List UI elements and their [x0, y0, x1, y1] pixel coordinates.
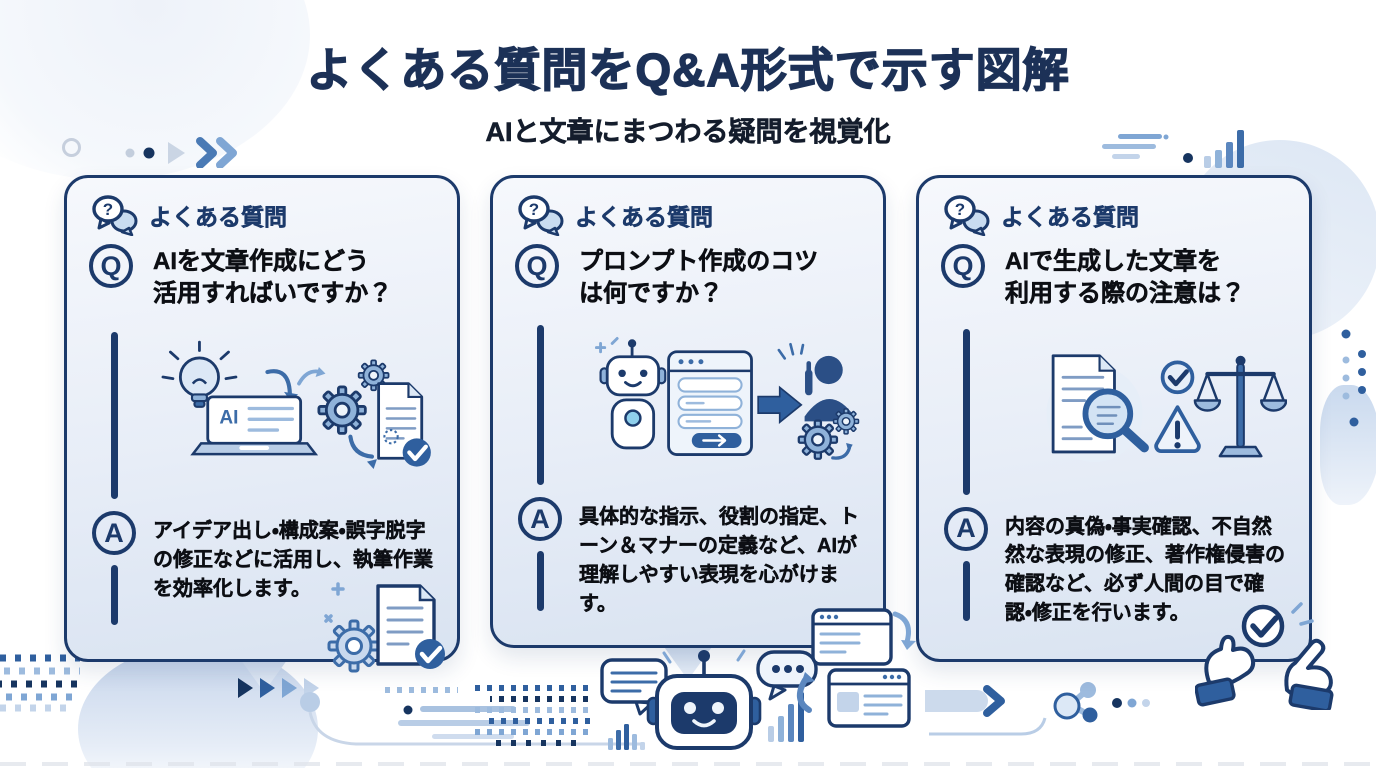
page-title: よくある質問をQ&A形式で示す図解	[306, 43, 1070, 96]
card1-rail	[89, 331, 139, 504]
sync-browser-windows-illustration	[796, 608, 916, 728]
card2-q-badge: Q	[515, 244, 559, 288]
gear-document-check-illustration	[324, 582, 445, 673]
card1-illustration: AI	[153, 332, 435, 490]
card1-q-badge: Q	[89, 244, 133, 288]
faq-cards-row: ? よくある質問 Q AIを文章作成にどう 活用すればいですか？	[64, 175, 1312, 662]
hands-check-illustration	[1195, 602, 1334, 710]
svg-text:?: ?	[103, 200, 113, 219]
card3-a-badge: A	[944, 506, 988, 551]
bottom-robot-illustration	[600, 649, 818, 750]
card2-rail	[515, 324, 565, 490]
svg-text:AI: AI	[219, 407, 238, 428]
card3-illustration	[1005, 329, 1287, 487]
top-left-arrows-decoration	[125, 137, 237, 168]
faq-card-2: ? よくある質問 Q プロンプト作成のコツ は何ですか？	[490, 175, 886, 648]
robot-prompt-form-arrow-person-gears-icon	[594, 336, 860, 460]
card1-question: AIを文章作成にどう 活用すればいですか？	[153, 248, 393, 308]
left-dash-pattern	[0, 654, 80, 712]
card2-a-rail: A	[515, 497, 565, 625]
card2-header-label: よくある質問	[575, 204, 714, 231]
document-magnifier-check-warning-scales-icon	[1046, 354, 1287, 463]
card1-answer: アイデア出し・構成案・誤字脱字の修正などに活用し、執筆作業を効率化します。	[153, 520, 433, 601]
card2-a-badge: A	[518, 497, 562, 542]
bottom-left-triangles-decoration	[238, 678, 319, 698]
card2-question: プロンプト作成のコツ は何ですか？	[579, 248, 819, 308]
top-right-chart-decoration	[1102, 130, 1244, 168]
bottom-dash-texture	[0, 762, 1376, 766]
card3-rail	[941, 329, 991, 498]
faq-card-1: ? よくある質問 Q AIを文章作成にどう 活用すればいですか？	[64, 175, 460, 662]
right-edge-blob	[1320, 385, 1376, 505]
question-bubbles-icon: ?	[92, 195, 138, 236]
small-ring-decoration	[62, 138, 81, 157]
card2-answer: 具体的な指示、役割の指定、トーン＆マナーの定義など、AIが理解しやすい表現を心が…	[579, 506, 859, 615]
svg-text:?: ?	[529, 200, 539, 219]
card2-header: ? よくある質問	[517, 194, 861, 236]
card3-header-label: よくある質問	[1001, 204, 1140, 231]
card2-illustration	[579, 325, 861, 483]
faq-card-3: ? よくある質問 Q AIで生成した文章を 利用する際の注意は？	[916, 175, 1312, 662]
card1-a-badge: A	[92, 511, 136, 556]
card3-a-rail: A	[941, 506, 991, 639]
card1-header-label: よくある質問	[149, 204, 288, 231]
card1-a-rail: A	[89, 511, 139, 639]
card3-header: ? よくある質問	[943, 194, 1287, 236]
bottom-center-lines-decoration	[300, 685, 642, 746]
card1-header: ? よくある質問	[91, 194, 435, 236]
question-bubbles-icon: ?	[944, 195, 990, 236]
question-bubbles-icon: ?	[518, 195, 564, 236]
card3-question: AIで生成した文章を 利用する際の注意は？	[1005, 248, 1246, 308]
card3-answer: 内容の真偽・事実確認、不自然然な表現の修正、著作権侵害の確認など、必ず人間の目で…	[1005, 515, 1285, 625]
right-dots-decoration	[1341, 329, 1366, 427]
svg-text:?: ?	[955, 200, 965, 219]
bottom-right-arrow-molecule-decoration	[925, 682, 1150, 736]
card3-q-badge: Q	[941, 244, 985, 288]
lightbulb-ai-laptop-gears-document-icon: AI	[161, 340, 431, 469]
page-subtitle: AIと文章にまつわる疑問を視覚化	[485, 117, 891, 148]
